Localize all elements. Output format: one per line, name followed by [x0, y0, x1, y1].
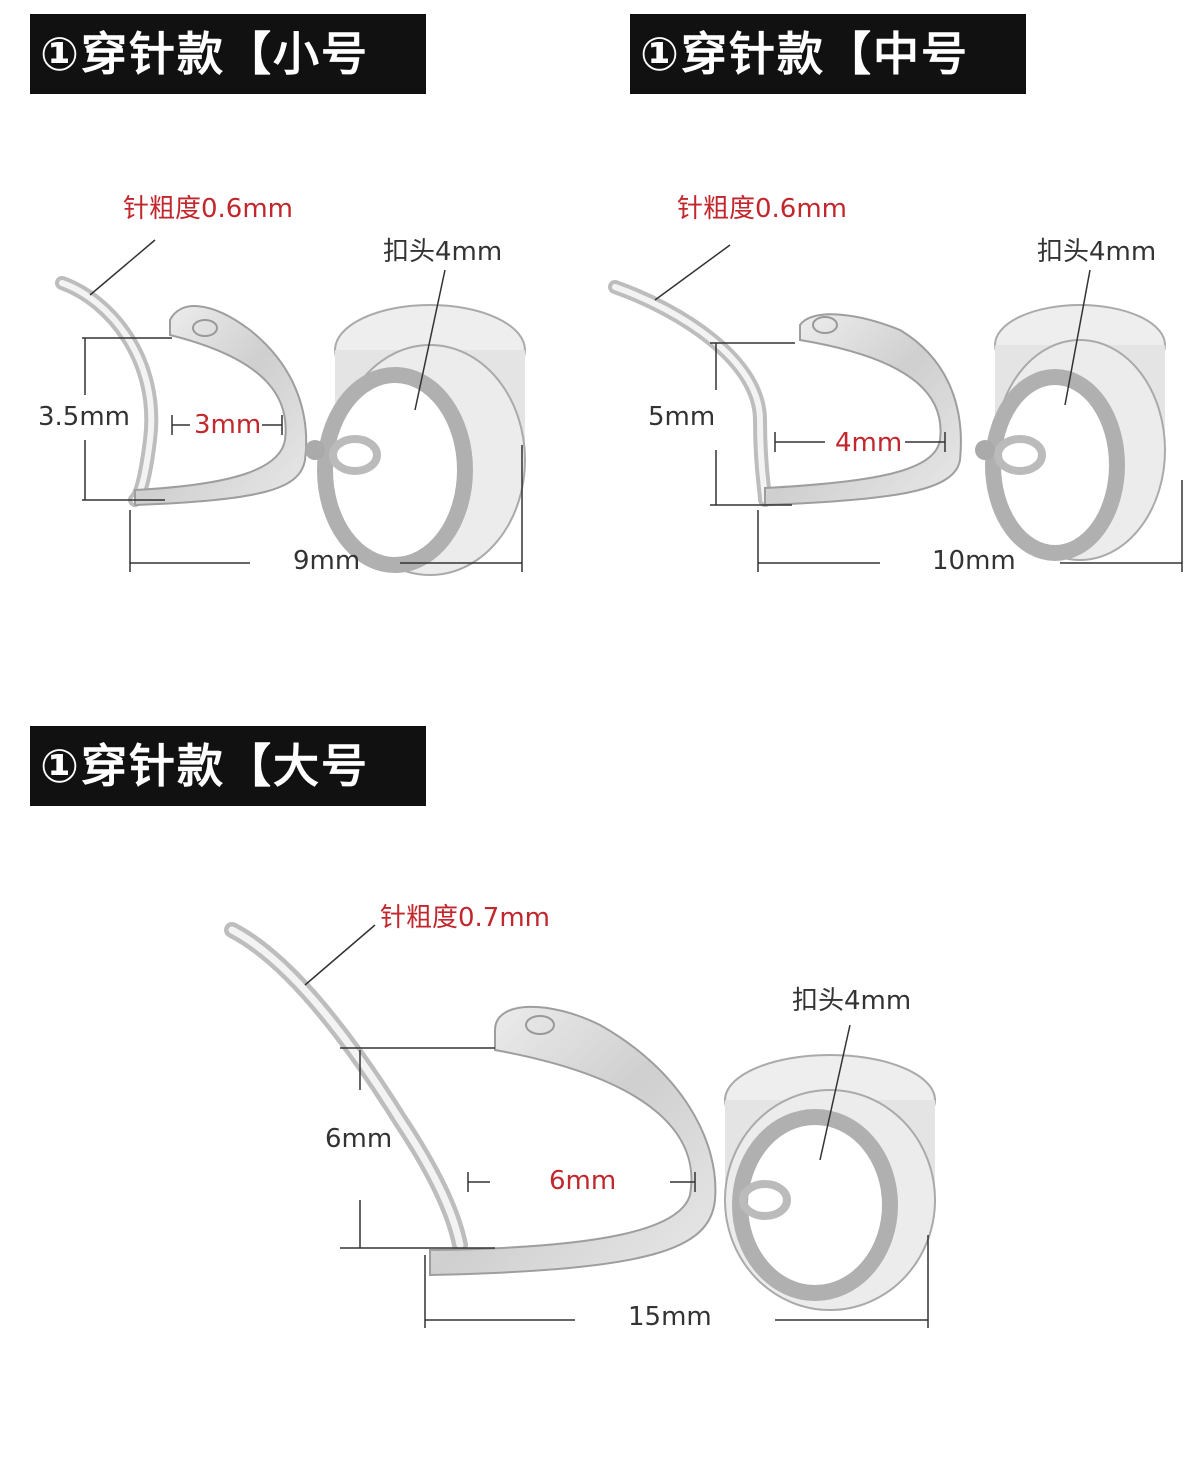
size-title-small: ①穿针款【小号: [30, 14, 426, 94]
size-title-medium: ①穿针款【中号: [630, 14, 1026, 94]
medium-needle-thickness: 针粗度0.6mm: [677, 194, 848, 224]
large-clasp-ring: [724, 1054, 936, 1311]
medium-bail: [608, 280, 962, 507]
large-clasp-size: 扣头4mm: [792, 986, 912, 1016]
small-needle-thickness: 针粗度0.6mm: [123, 194, 294, 224]
large-bail: [224, 922, 717, 1277]
large-inner-width: 6mm: [549, 1166, 617, 1196]
medium-total-width: 10mm: [932, 546, 1016, 576]
size-title-large: ①穿针款【大号: [30, 726, 426, 806]
small-inner-width: 3mm: [194, 410, 262, 440]
dimension-lines: [82, 239, 1183, 1328]
medium-clasp-size: 扣头4mm: [1037, 237, 1157, 267]
small-bail: [55, 276, 308, 507]
medium-inner-width: 4mm: [835, 428, 903, 458]
medium-clasp-ring: [975, 304, 1166, 561]
small-clasp-ring: [305, 304, 526, 576]
small-height: 3.5mm: [38, 402, 131, 432]
large-height: 6mm: [325, 1124, 393, 1154]
large-total-width: 15mm: [628, 1302, 712, 1332]
small-total-width: 9mm: [293, 546, 361, 576]
large-needle-thickness: 针粗度0.7mm: [380, 903, 551, 933]
small-clasp-size: 扣头4mm: [383, 237, 503, 267]
medium-height: 5mm: [648, 402, 716, 432]
